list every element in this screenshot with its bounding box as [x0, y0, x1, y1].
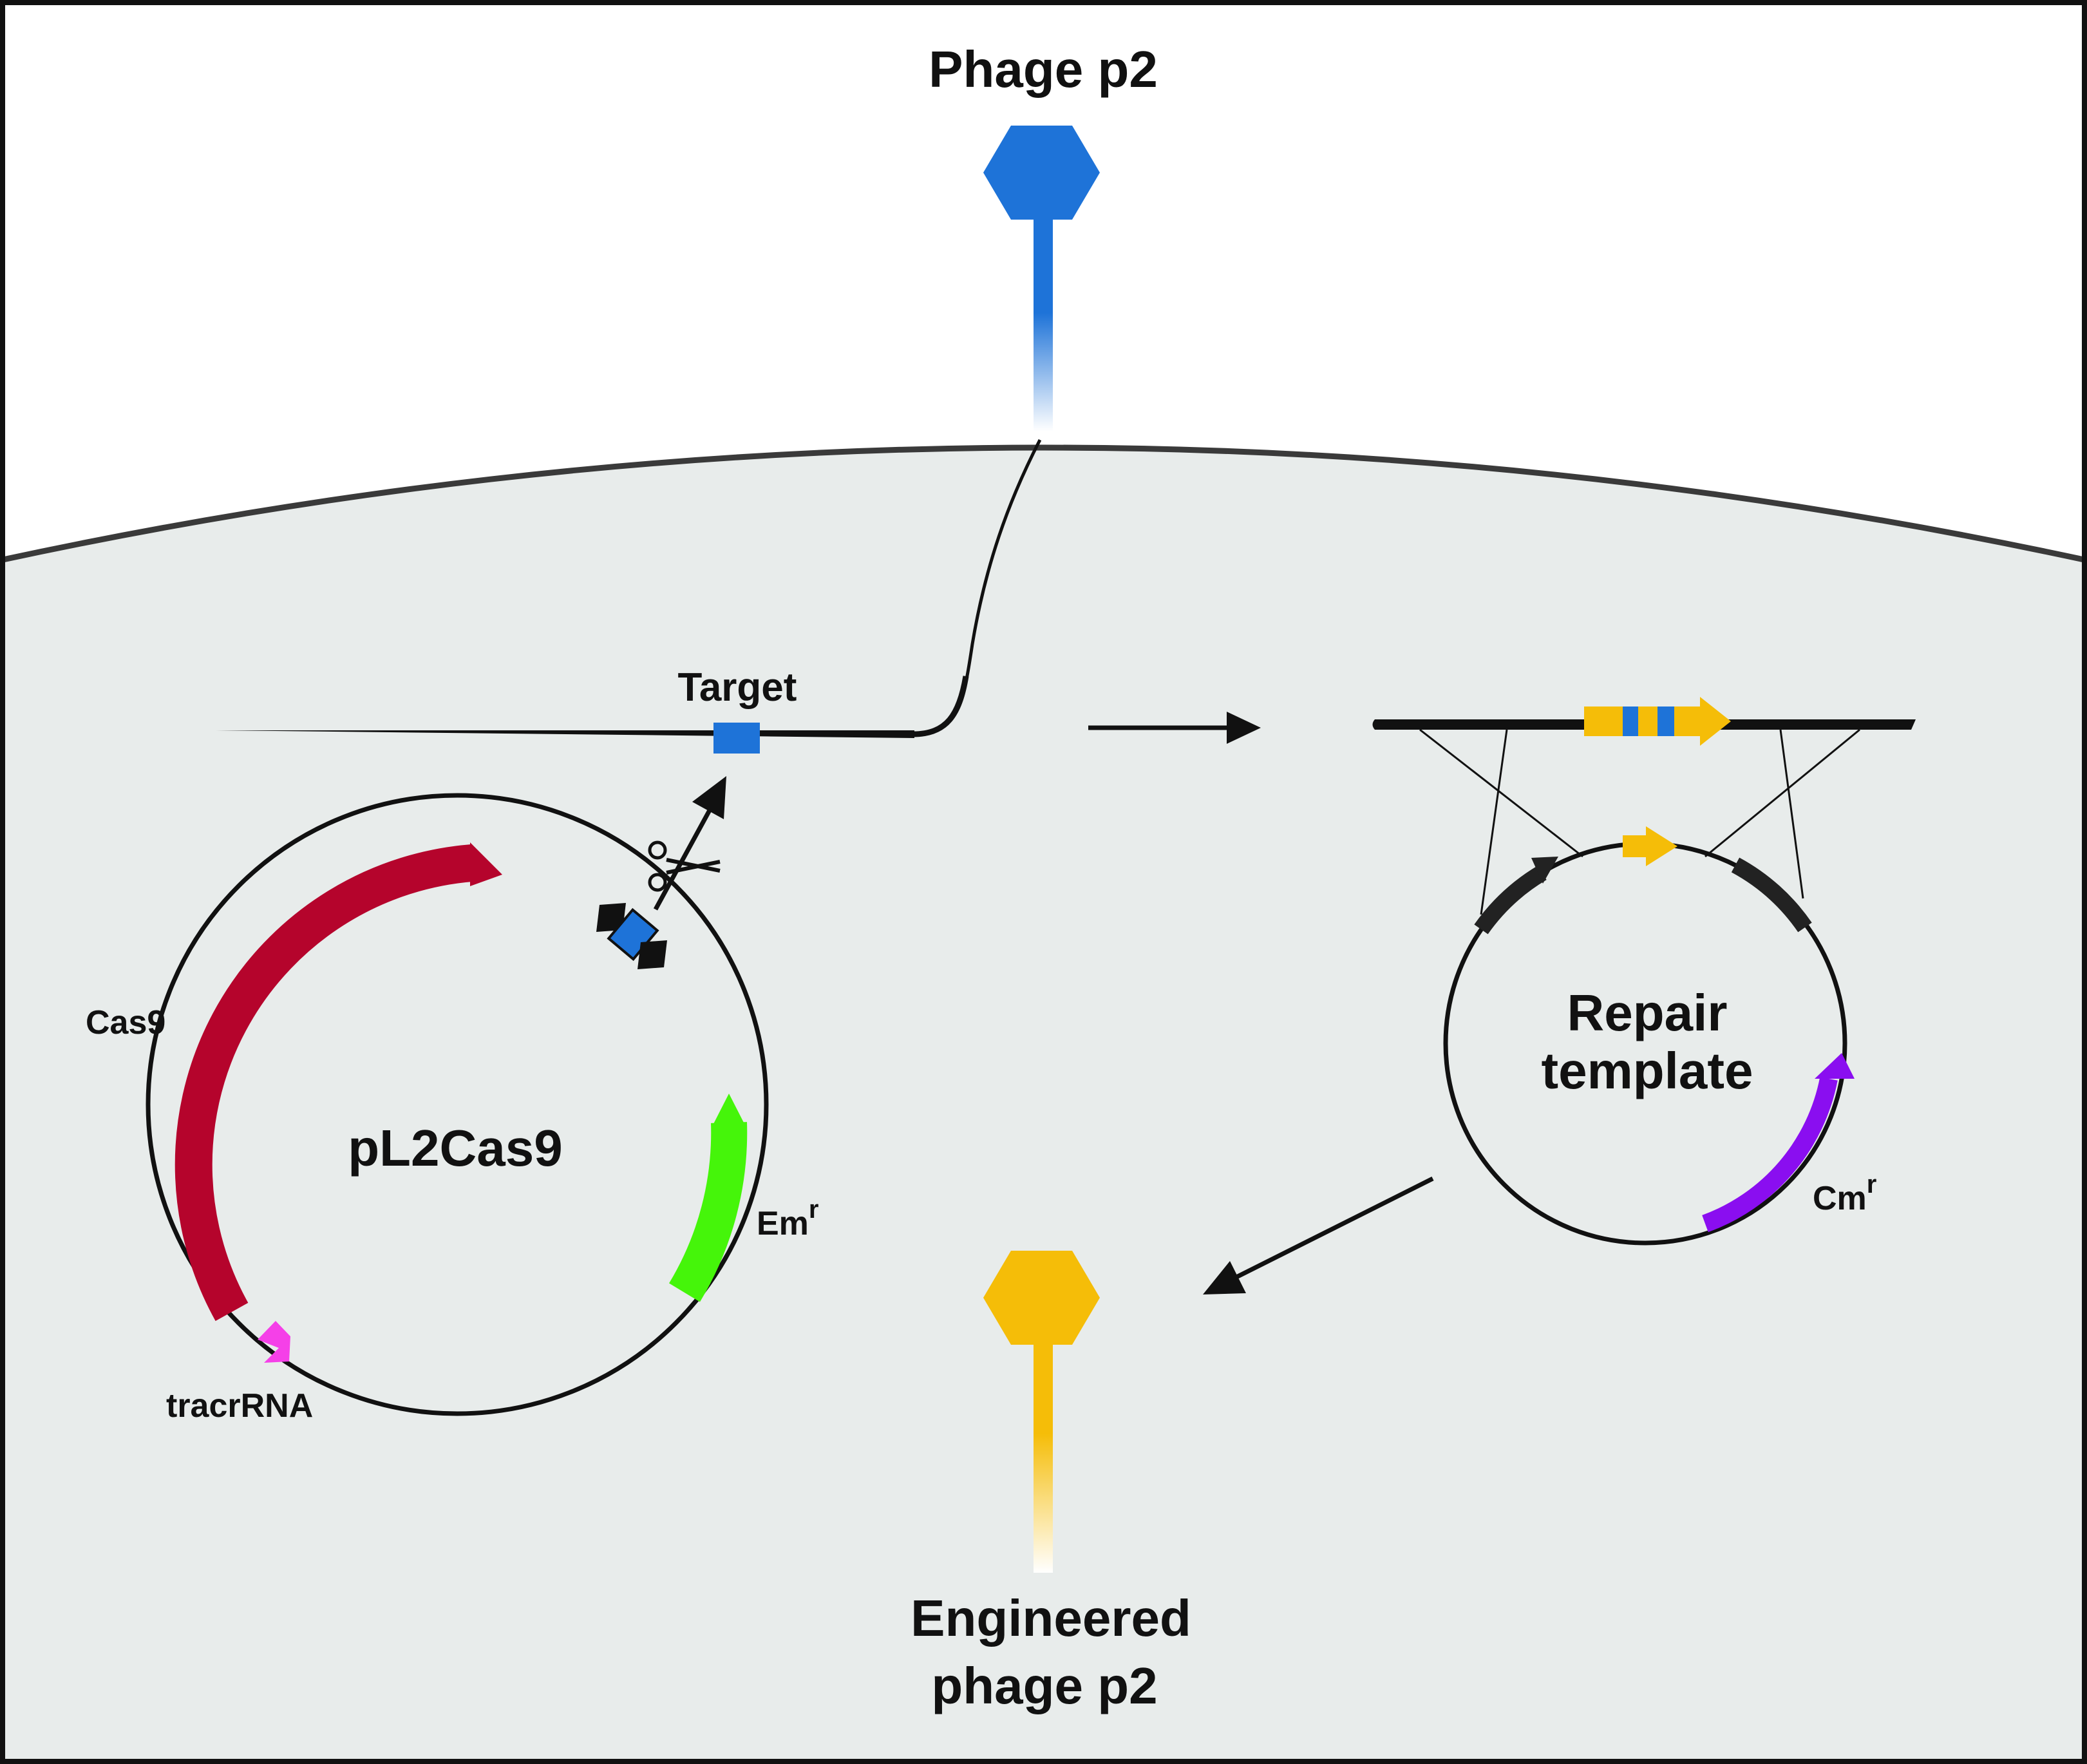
tracrrna-label: tracrRNA [166, 1387, 313, 1425]
engineered-phage-label-line2: phage p2 [931, 1657, 1157, 1714]
crispr-repeat [596, 903, 626, 932]
spacer-mark [1623, 707, 1638, 736]
process-arrow-right [1088, 712, 1261, 744]
targeting-arrow [653, 776, 726, 911]
crispr-repeat [637, 940, 667, 969]
plasmid-pL2Cas9 [146, 793, 769, 1416]
cas9-arrowhead-icon [470, 842, 502, 886]
scissors-icon [648, 840, 721, 892]
cas9-gene [175, 844, 474, 1322]
phage-capsid-icon [983, 126, 1100, 220]
repair-template-label-line2: template [1542, 1042, 1753, 1099]
insert-segment [1638, 707, 1657, 736]
plasmid-backbone [146, 793, 769, 1416]
cmr-arrowhead-icon [1815, 1053, 1855, 1079]
insert-arrow-icon [1674, 697, 1731, 746]
target-label: Target [678, 665, 797, 710]
emr-gene [668, 1122, 748, 1302]
repair-template-label-line1: Repair [1567, 984, 1728, 1041]
plasmid-label: pL2Cas9 [348, 1119, 562, 1177]
homology-arm-left [1474, 865, 1547, 934]
cas9-label: Cas9 [86, 1004, 165, 1041]
insert-segment [1584, 707, 1623, 736]
phage-p2-label: Phage p2 [929, 41, 1158, 98]
emr-arrowhead-icon [713, 1094, 744, 1124]
phage-p2-wildtype [983, 126, 1100, 432]
target-site [713, 723, 760, 754]
engineered-phage-label-line1: Engineered [911, 1589, 1191, 1647]
plasmid-repair-template [1443, 826, 1855, 1246]
cmr-gene [1702, 1077, 1838, 1233]
emr-label: Emr [757, 1195, 819, 1242]
recombined-phage-genome [1372, 697, 1916, 746]
engineered-phage-tail [1034, 1341, 1053, 1573]
homology-arm-right [1731, 857, 1812, 933]
process-arrow-down-left [1203, 1176, 1434, 1295]
recombination-lines [1419, 728, 1860, 915]
insert-gene-icon [1623, 826, 1677, 866]
spacer-mark [1657, 707, 1674, 736]
tracrrna-gene [258, 1321, 290, 1363]
phage-p2-engineered [983, 1251, 1100, 1573]
bacterial-cell [0, 448, 2087, 1764]
homology-arm-arrowhead-icon [1531, 857, 1558, 884]
cell-membrane [0, 444, 2087, 564]
engineered-phage-capsid-icon [983, 1251, 1100, 1345]
phage-tail [1034, 216, 1053, 432]
cmr-label: Cmr [1813, 1170, 1876, 1217]
